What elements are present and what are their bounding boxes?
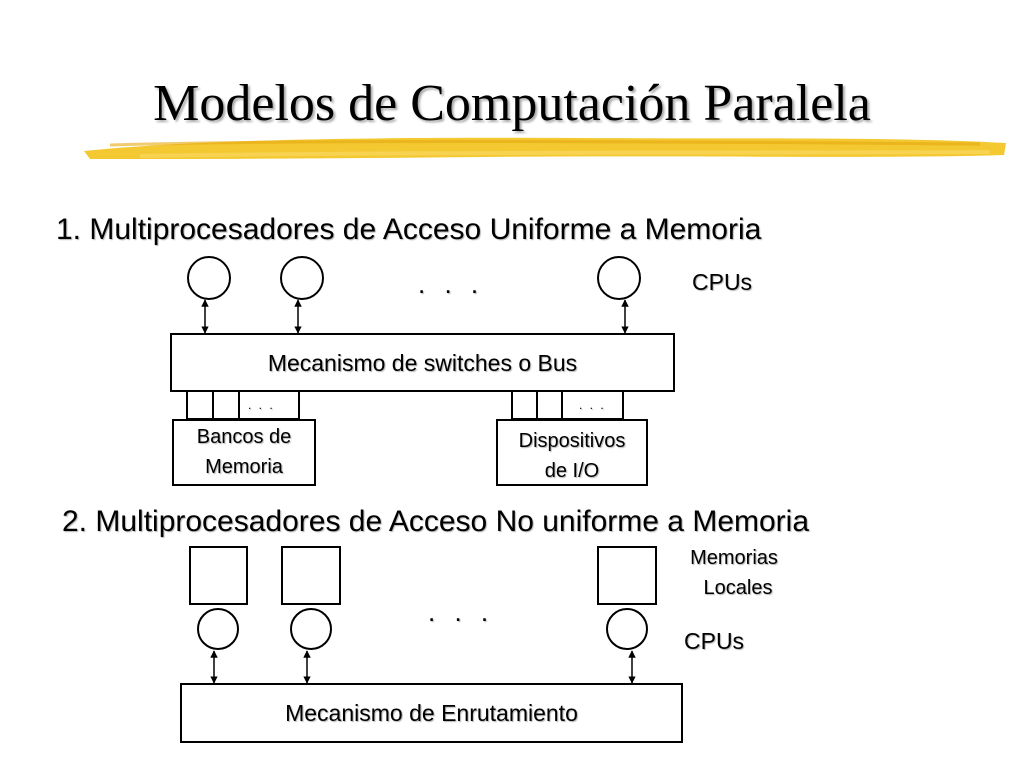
numa-routing-label: Mecanismo de Enrutamiento (285, 700, 578, 726)
uma-io-devices-box: Dispositivos de I/O (496, 419, 648, 486)
uma-memory-banks-box: Bancos de Memoria (172, 419, 316, 486)
slide-title: Modelos de Computación Paralela (153, 75, 871, 132)
numa-heading: 2. Multiprocesadores de Acceso No unifor… (62, 505, 810, 538)
numa-cpu-3 (606, 608, 648, 650)
uma-port-ellipsis-left: . . . (248, 398, 275, 412)
uma-bus-label: Mecanismo de switches o Bus (267, 349, 578, 376)
uma-cpu-2 (280, 256, 324, 300)
numa-cpu-1 (197, 608, 239, 650)
uma-io-line1: Dispositivos (518, 430, 626, 452)
title-highlight-stroke (84, 137, 1006, 159)
uma-cpu-ellipsis: . . . (418, 269, 485, 299)
uma-cpus-label: CPUs (692, 269, 753, 295)
numa-local-memory-3 (597, 546, 657, 605)
uma-memory-banks-line1: Bancos de (196, 426, 292, 448)
numa-local-memories-line2: Locales (703, 577, 773, 599)
uma-memory-ports (186, 390, 300, 420)
numa-local-memories-line1: Memorias (690, 547, 778, 569)
uma-io-ports (511, 390, 624, 420)
uma-io-line2: de I/O (544, 460, 600, 482)
numa-local-memory-1 (189, 546, 248, 605)
numa-local-memory-2 (281, 546, 341, 605)
numa-cpu-2 (290, 608, 332, 650)
numa-routing-box: Mecanismo de Enrutamiento (180, 683, 683, 743)
uma-cpu-1 (187, 256, 231, 300)
uma-memory-banks-line2: Memoria (205, 456, 283, 478)
uma-port-ellipsis-right: . . . (579, 398, 606, 412)
numa-cpu-ellipsis: . . . (428, 597, 495, 627)
numa-cpus-label: CPUs (684, 628, 745, 654)
uma-bus-box: Mecanismo de switches o Bus (170, 333, 675, 392)
uma-heading: 1. Multiprocesadores de Acceso Uniforme … (56, 213, 762, 246)
uma-cpu-3 (597, 256, 641, 300)
